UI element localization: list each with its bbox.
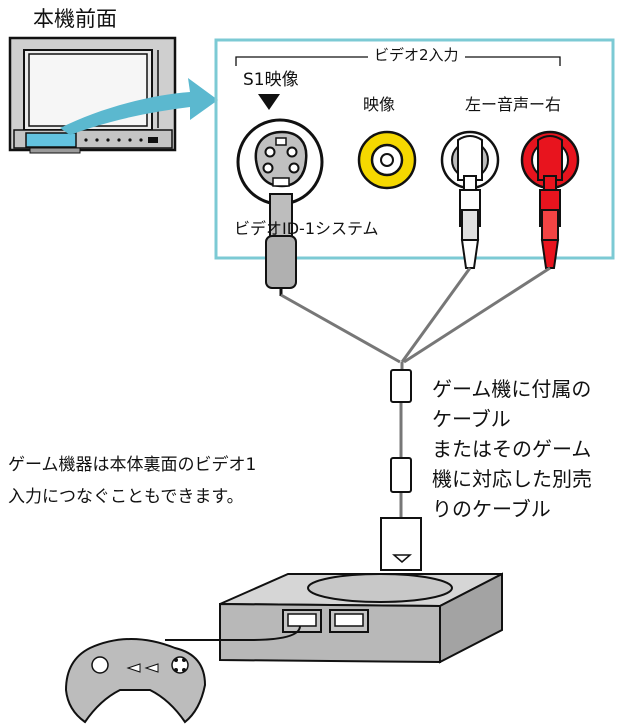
- game-console-icon: [165, 572, 503, 664]
- cable-note-line: 機に対応した別売: [432, 467, 592, 491]
- s1-video-label: S1映像: [243, 70, 299, 90]
- console-note-line: ゲーム機器は本体裏面のビデオ1: [8, 455, 257, 475]
- cable-note: ゲーム機に付属の ケーブル またはそのゲーム 機に対応した別売 りのケーブル: [432, 374, 592, 524]
- video2-input-label: ビデオ2入力: [368, 46, 465, 65]
- plug-icon: [380, 369, 422, 571]
- svideo-plug-icon: [265, 193, 297, 296]
- audio-right-jack-icon: [520, 130, 580, 269]
- input-panel: [214, 38, 615, 260]
- audio-left-jack-icon: [440, 130, 500, 269]
- front-panel-label: 本機前面: [33, 7, 117, 31]
- video1-id1-label: ビデオID-1システム: [234, 219, 379, 238]
- cable-note-line: またはそのゲーム: [432, 437, 592, 461]
- cable-note-line: ケーブル: [432, 407, 511, 431]
- console-note-line: 入力につなぐこともできます。: [8, 487, 244, 507]
- video-label: 映像: [363, 95, 396, 114]
- video-jack-icon: [357, 130, 417, 190]
- cable-lines: [280, 266, 551, 520]
- tv-icon: [8, 36, 177, 154]
- console-note: ゲーム機器は本体裏面のビデオ1 入力につなぐこともできます。: [8, 449, 256, 513]
- cable-note-line: ゲーム機に付属の: [432, 377, 592, 401]
- svideo-jack-icon: [236, 118, 324, 206]
- cable-note-line: りのケーブル: [432, 497, 551, 521]
- arrow-icon: [60, 78, 218, 135]
- audio-label: 左ー音声ー右: [465, 95, 562, 114]
- down-arrow-icon: [258, 94, 280, 110]
- controller-icon: [64, 638, 207, 724]
